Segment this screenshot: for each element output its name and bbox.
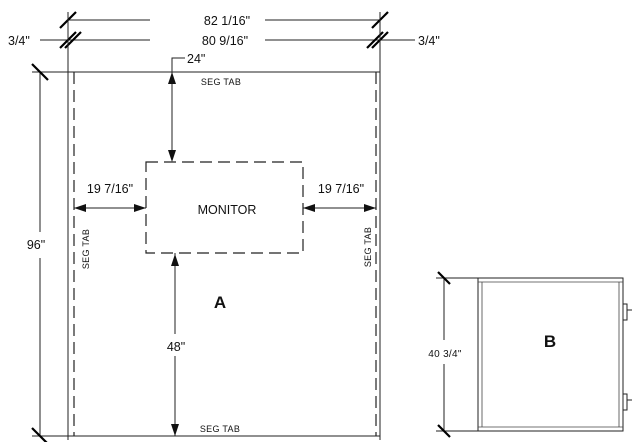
left-gap-dimension (74, 204, 146, 212)
seg-tab-right-label: SEG TAB (363, 227, 373, 267)
right-gap-label: 19 7/16" (318, 182, 364, 196)
monitor-label: MONITOR (198, 203, 257, 217)
outer-width-label: 82 1/16" (204, 14, 250, 28)
inner-width-label: 80 9/16" (202, 34, 248, 48)
top-offset-dimension (168, 57, 185, 162)
side-right-label: 3/4" (418, 34, 440, 48)
panel-b-label: B (544, 332, 556, 351)
right-gap-dimension (303, 204, 376, 212)
side-left-label: 3/4" (8, 34, 30, 48)
panel-b-outline (477, 277, 632, 432)
b-height-dimension (436, 271, 478, 438)
panel-a-label: A (214, 293, 226, 312)
seg-tab-bottom-label: SEG TAB (200, 424, 240, 434)
panel-a-outline (67, 12, 381, 440)
seg-tab-left-label: SEG TAB (81, 229, 91, 269)
b-height-label: 40 3/4" (428, 349, 462, 360)
bottom-offset-dimension (171, 253, 179, 436)
height-dimension (31, 63, 68, 442)
top-offset-label: 24" (187, 52, 205, 66)
bottom-offset-label: 48" (167, 340, 185, 354)
seg-tab-top-label: SEG TAB (201, 77, 241, 87)
left-gap-label: 19 7/16" (87, 182, 133, 196)
height-label: 96" (27, 238, 45, 252)
